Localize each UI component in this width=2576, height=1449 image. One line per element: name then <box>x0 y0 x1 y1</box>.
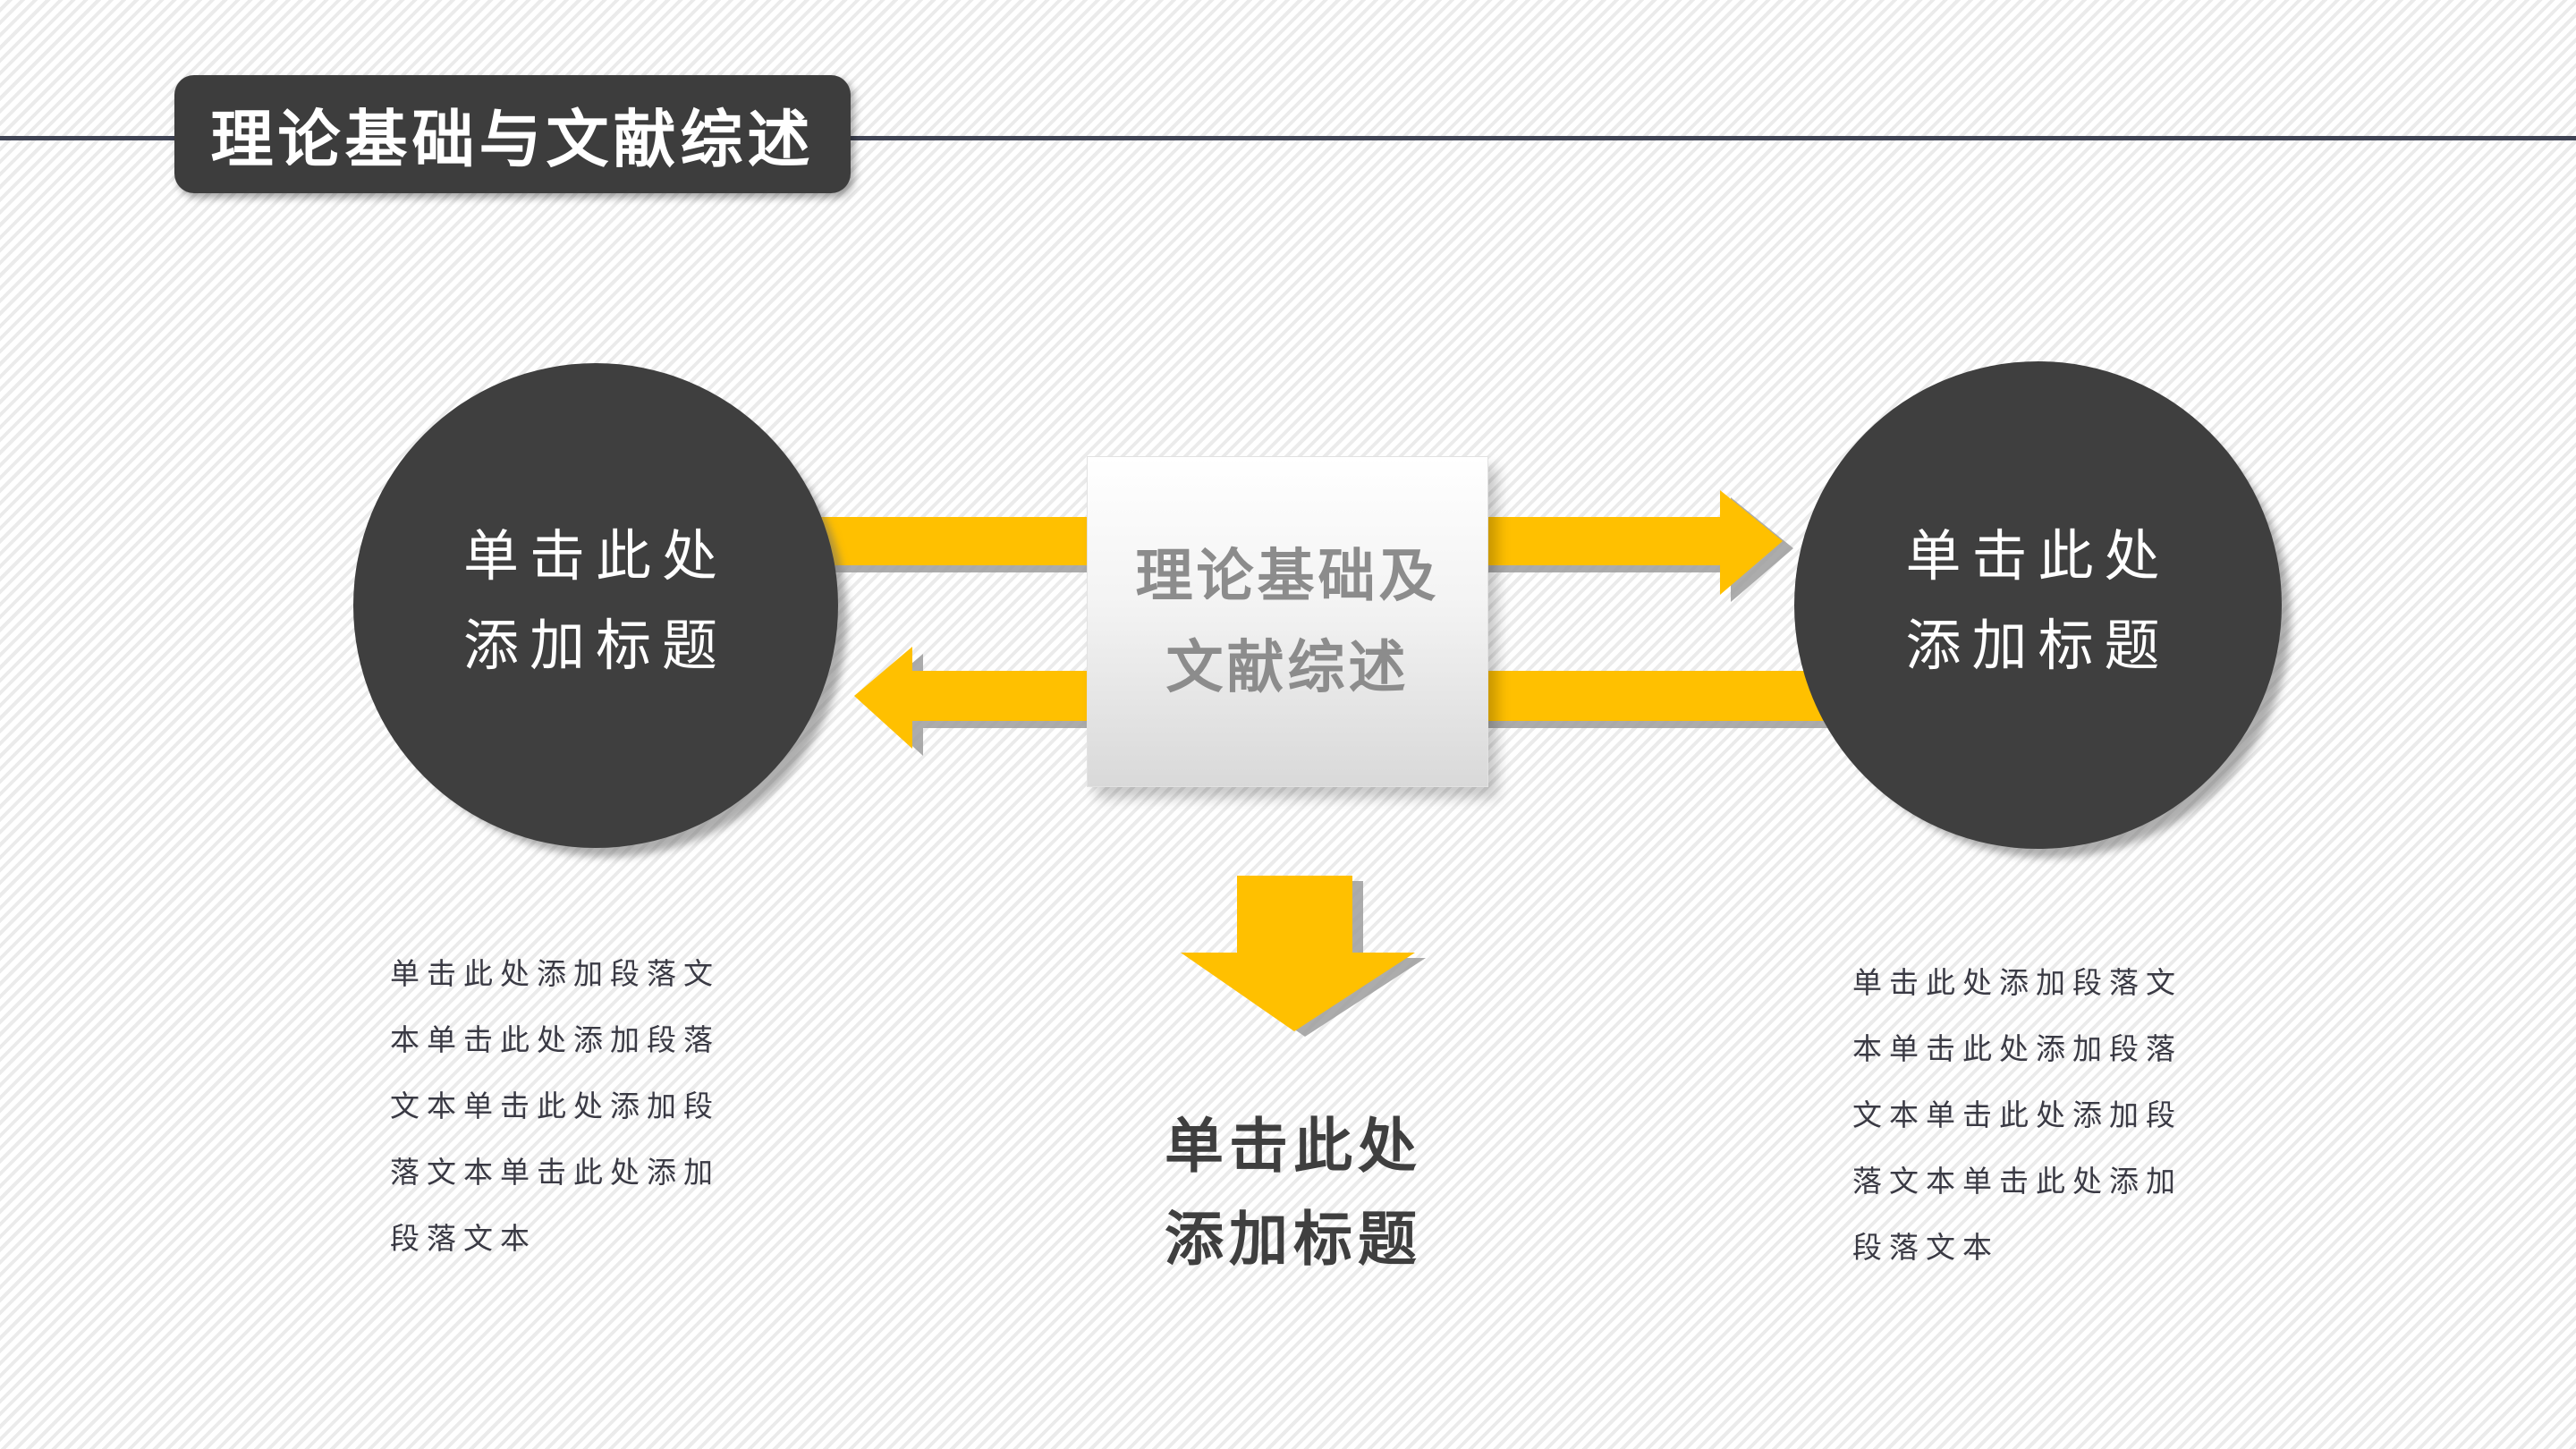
bottom-title-placeholder[interactable]: 单击此处添加标题 <box>1165 1113 1422 1272</box>
center-topic-box[interactable]: 理论基础及文献综述 <box>1087 456 1488 787</box>
right-circle-title: 单击此处添加标题 <box>1905 526 2171 677</box>
arrow-down-icon <box>1181 876 1426 1037</box>
left-circle-title: 单击此处添加标题 <box>462 527 728 677</box>
center-topic-title: 理论基础及文献综述 <box>1135 544 1440 699</box>
slide-title-badge[interactable]: 理论基础与文献综述 <box>174 75 851 193</box>
left-paragraph-placeholder[interactable]: 单击此处添加段落文本单击此处添加段落文本单击此处添加段落文本单击此处添加段落文本 <box>390 959 720 1256</box>
right-paragraph-placeholder[interactable]: 单击此处添加段落文本单击此处添加段落文本单击此处添加段落文本单击此处添加段落文本 <box>1852 968 2182 1265</box>
header-divider-line <box>0 136 2576 140</box>
slide-title: 理论基础与文献综述 <box>210 104 815 174</box>
right-title-circle[interactable]: 单击此处添加标题 <box>1794 361 2282 849</box>
left-title-circle[interactable]: 单击此处添加标题 <box>353 363 838 848</box>
